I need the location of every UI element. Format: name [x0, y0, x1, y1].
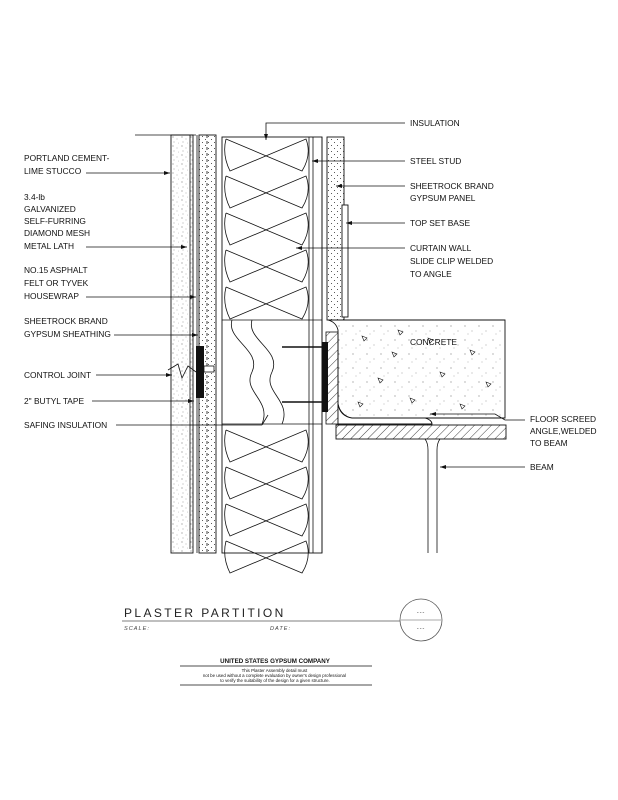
insulation-loop	[224, 138, 309, 172]
label-control-joint: CONTROL JOINT	[24, 370, 91, 380]
bubble-top-text: ---	[417, 610, 426, 616]
wall-assembly	[135, 134, 507, 574]
aggregate-mark	[361, 335, 368, 342]
label-gypsum-panel: SHEETROCK BRAND GYPSUM PANEL	[410, 181, 496, 203]
aggregate-mark	[427, 337, 434, 344]
control-joint	[167, 346, 215, 398]
stucco-layer	[170, 134, 194, 554]
insulation-batt	[221, 136, 323, 554]
label-insulation: INSULATION	[410, 118, 460, 128]
floor-screed-angle	[337, 403, 433, 425]
date-label: DATE:	[270, 626, 291, 632]
aggregate-mark	[391, 351, 398, 358]
label-steel-stud: STEEL STUD	[410, 156, 461, 166]
insulation-loops	[224, 138, 309, 574]
aggregate-mark	[485, 381, 492, 388]
label-safing-insulation: SAFING INSULATION	[24, 420, 107, 430]
label-butyl-tape: 2" BUTYL TAPE	[24, 396, 84, 406]
drawing-title: PLASTER PARTITION	[124, 606, 286, 620]
label-beam: BEAM	[530, 462, 554, 472]
concrete-slab	[327, 319, 506, 419]
insulation-loop	[224, 249, 309, 283]
steel-stud	[308, 137, 314, 553]
scale-label: SCALE:	[124, 626, 150, 632]
right-labels: INSULATION STEEL STUD SHEETROCK BRAND GY…	[410, 118, 599, 472]
label-top-set-base: TOP SET BASE	[410, 218, 470, 228]
steel-beam	[335, 424, 507, 553]
label-stucco: PORTLAND CEMENT- LIME STUCCO	[24, 153, 112, 176]
company-block: UNITED STATES GYPSUM COMPANY This Plaste…	[180, 658, 372, 686]
top-set-base	[341, 204, 349, 318]
slide-clip	[282, 342, 328, 412]
insulation-loop	[224, 212, 309, 246]
label-housewrap: NO.15 ASPHALT FELT OR TYVEK HOUSEWRAP	[24, 265, 91, 301]
disclaimer-text: This Plaster Assembly detail must not be…	[203, 668, 347, 683]
bubble-bottom-text: ---	[417, 626, 426, 632]
insulation-loop	[224, 286, 309, 320]
gypsum-panel	[326, 136, 345, 321]
aggregate-mark	[377, 377, 384, 384]
safing-insulation	[222, 319, 322, 425]
detail-bubble	[399, 598, 443, 642]
company-name: UNITED STATES GYPSUM COMPANY	[220, 658, 331, 665]
aggregate-mark	[397, 329, 404, 336]
title-block: PLASTER PARTITION SCALE: DATE: --- ---	[122, 598, 443, 642]
label-floor-screed: FLOOR SCREED ANGLE,WELDED TO BEAM	[530, 414, 599, 448]
left-labels: PORTLAND CEMENT- LIME STUCCO 3.4-lb GALV…	[24, 153, 112, 430]
edge-angle	[325, 331, 339, 425]
gypsum-sheathing	[198, 134, 217, 554]
aggregate-mark	[357, 401, 364, 408]
label-metal-lath: 3.4-lb GALVANIZED SELF-FURRING DIAMOND M…	[24, 192, 92, 251]
insulation-loop	[224, 429, 309, 463]
aggregate-mark	[459, 403, 466, 410]
aggregate-mark	[439, 371, 446, 378]
label-gypsum-sheathing: SHEETROCK BRAND GYPSUM SHEATHING	[24, 316, 111, 339]
label-slide-clip: CURTAIN WALL SLIDE CLIP WELDED TO ANGLE	[410, 243, 496, 279]
label-concrete: CONCRETE	[410, 337, 457, 347]
aggregate-mark	[409, 397, 416, 404]
insulation-loop	[224, 503, 309, 537]
insulation-loop	[224, 466, 309, 500]
leader-lines	[86, 122, 525, 469]
aggregate-mark	[469, 349, 476, 356]
insulation-loop	[224, 175, 309, 209]
insulation-loop	[224, 540, 309, 574]
